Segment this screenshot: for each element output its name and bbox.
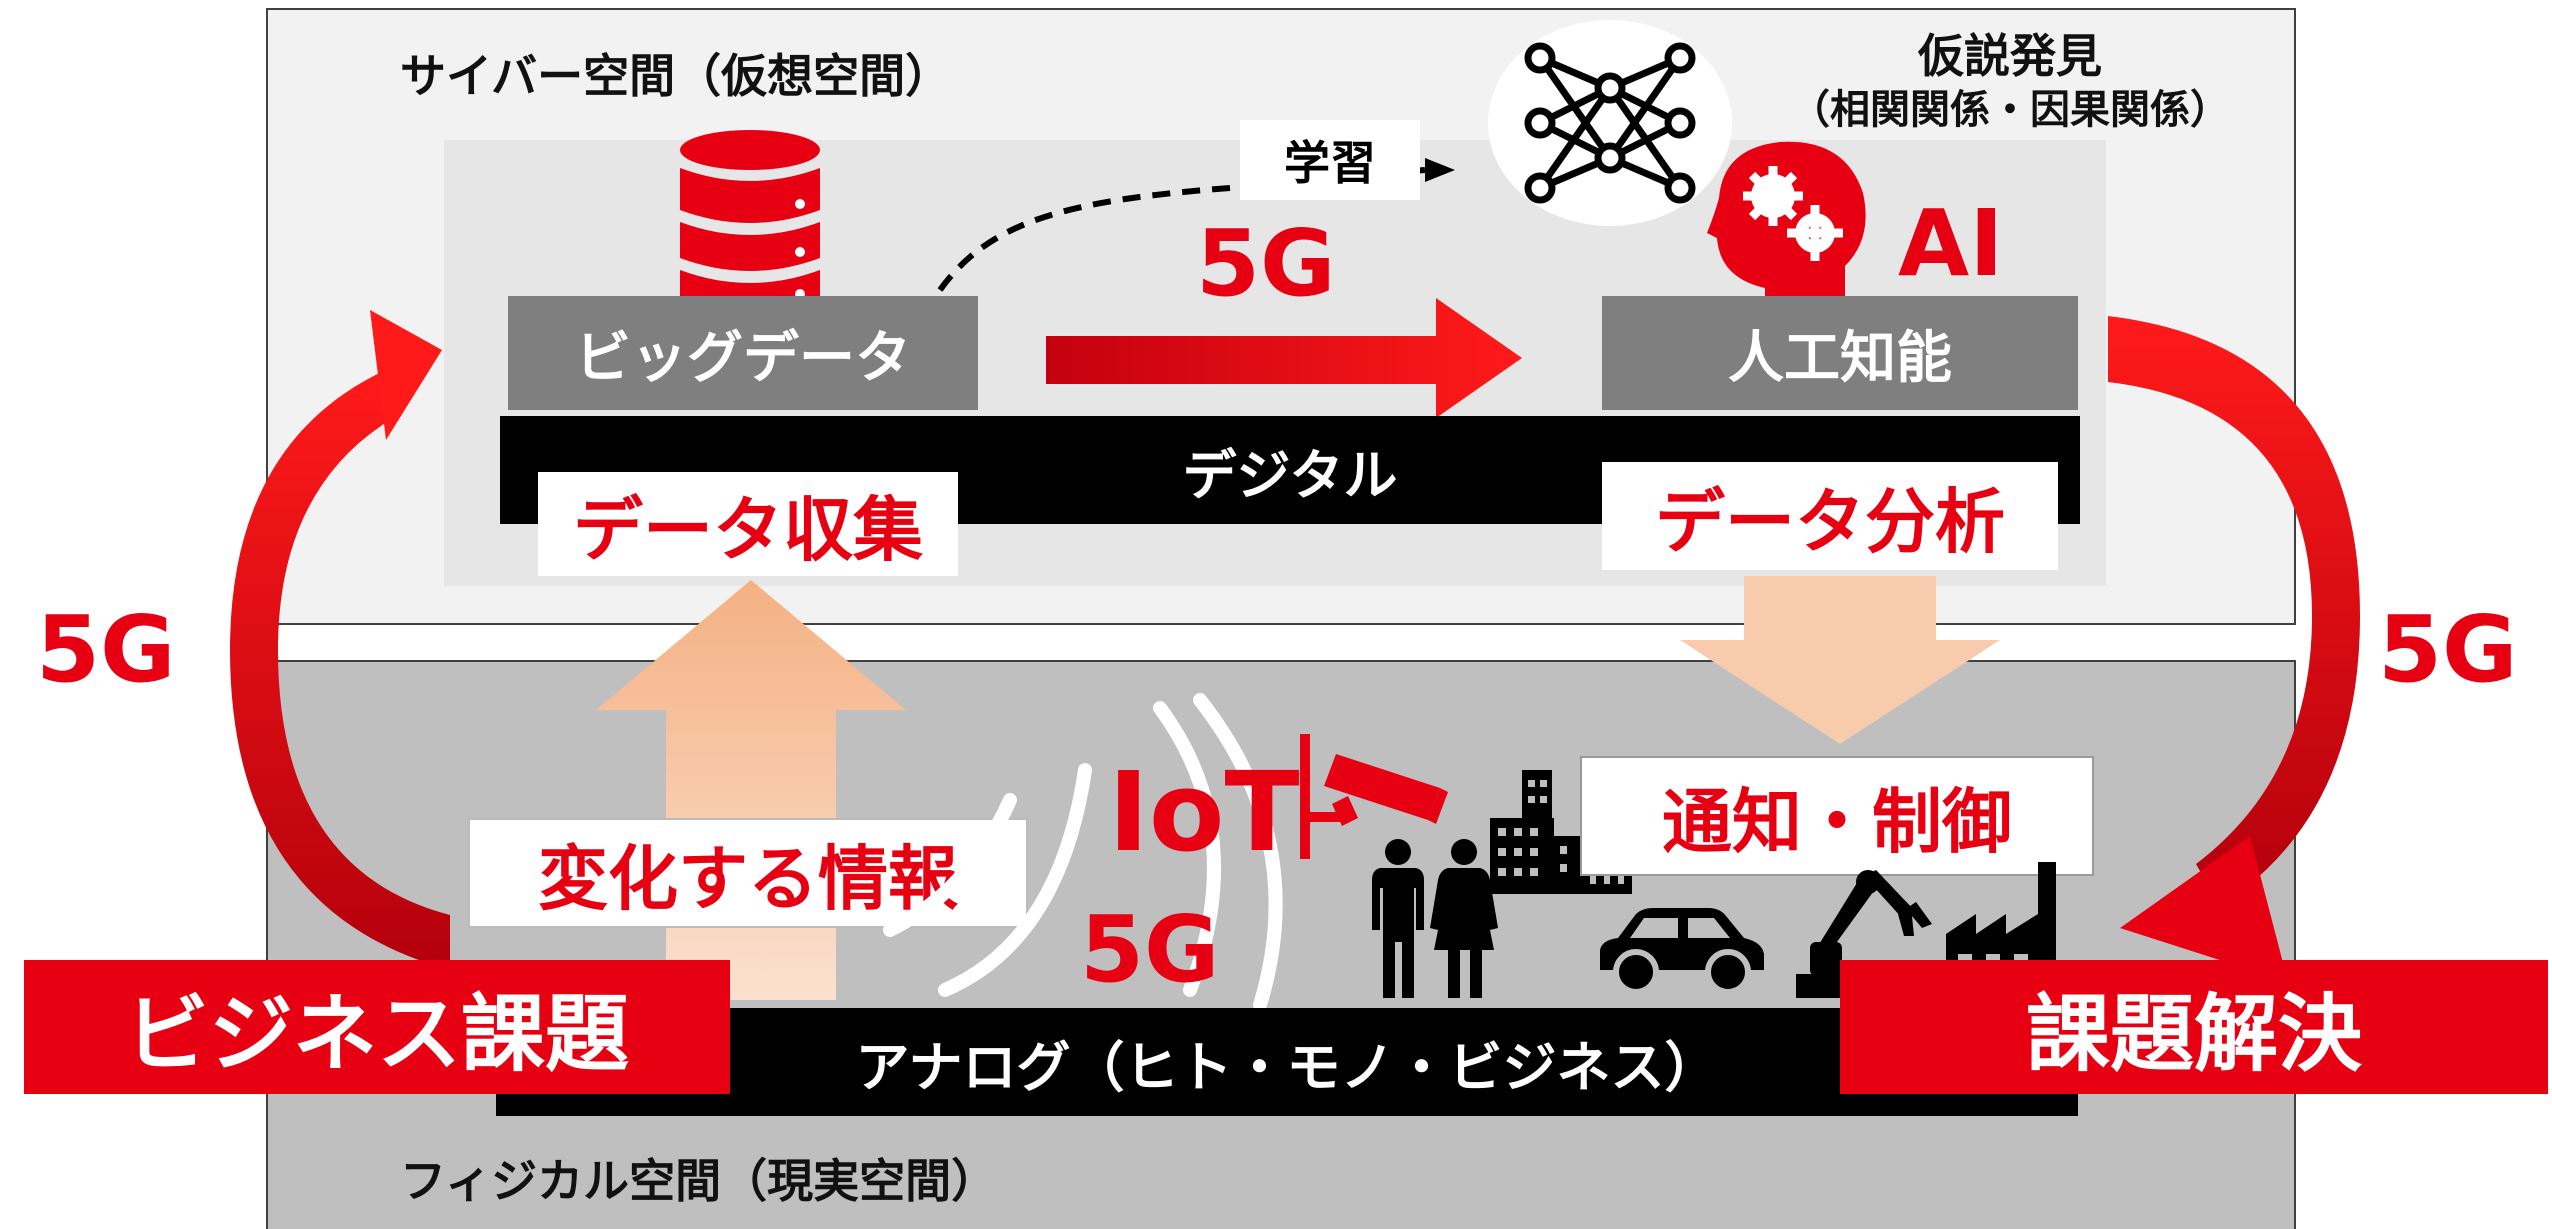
- fiveg-center-label: 5G: [1196, 210, 1336, 317]
- cctv-camera-icon: [1300, 734, 1448, 859]
- fiveg-left-label: 5G: [36, 596, 176, 703]
- cyber-space-title: サイバー空間（仮想空間）: [400, 49, 952, 103]
- notify-control-label: 通知・制御: [1580, 756, 2094, 876]
- fiveg-wireless-label: 5G: [1080, 896, 1220, 1003]
- robot-arm-icon: [1796, 870, 1932, 998]
- left-loop-arrow: [230, 310, 450, 970]
- fiveg-right-label: 5G: [2378, 596, 2518, 703]
- iot-label: IoT: [1108, 748, 1300, 876]
- data-analysis-label: データ分析: [1602, 462, 2058, 570]
- ai-head-gear-icon: [1707, 141, 1866, 313]
- car-icon: [1600, 908, 1764, 994]
- business-issue-box: ビジネス課題: [24, 960, 730, 1094]
- data-collection-label: データ収集: [538, 472, 958, 576]
- learning-label: 学習: [1240, 120, 1420, 200]
- right-loop-arrow: [2108, 316, 2360, 982]
- analysis-down-arrow: [1680, 576, 2000, 744]
- ai-box: 人工知能: [1602, 296, 2078, 410]
- issue-solved-box: 課題解決: [1840, 960, 2548, 1094]
- neural-network-icon: [1488, 20, 1732, 226]
- fiveg-forward-arrow: [1046, 298, 1522, 418]
- analog-bar: アナログ（ヒト・モノ・ビジネス）: [496, 1008, 2078, 1116]
- big-data-box: ビッグデータ: [508, 296, 978, 410]
- database-icon: [680, 130, 820, 309]
- people-icon: [1372, 839, 1498, 998]
- hypothesis-text: 仮説発見 （相関関係・因果関係）: [1790, 28, 2230, 136]
- wireless-waves-icon: [883, 693, 1283, 1012]
- physical-space-title: フィジカル空間（現実空間）: [400, 1154, 998, 1208]
- hypothesis-line1: 仮説発見: [1918, 29, 2102, 83]
- changing-info-label: 変化する情報: [468, 818, 1028, 928]
- hypothesis-line2: （相関関係・因果関係）: [1790, 87, 2230, 133]
- ai-badge: AI: [1898, 190, 2004, 297]
